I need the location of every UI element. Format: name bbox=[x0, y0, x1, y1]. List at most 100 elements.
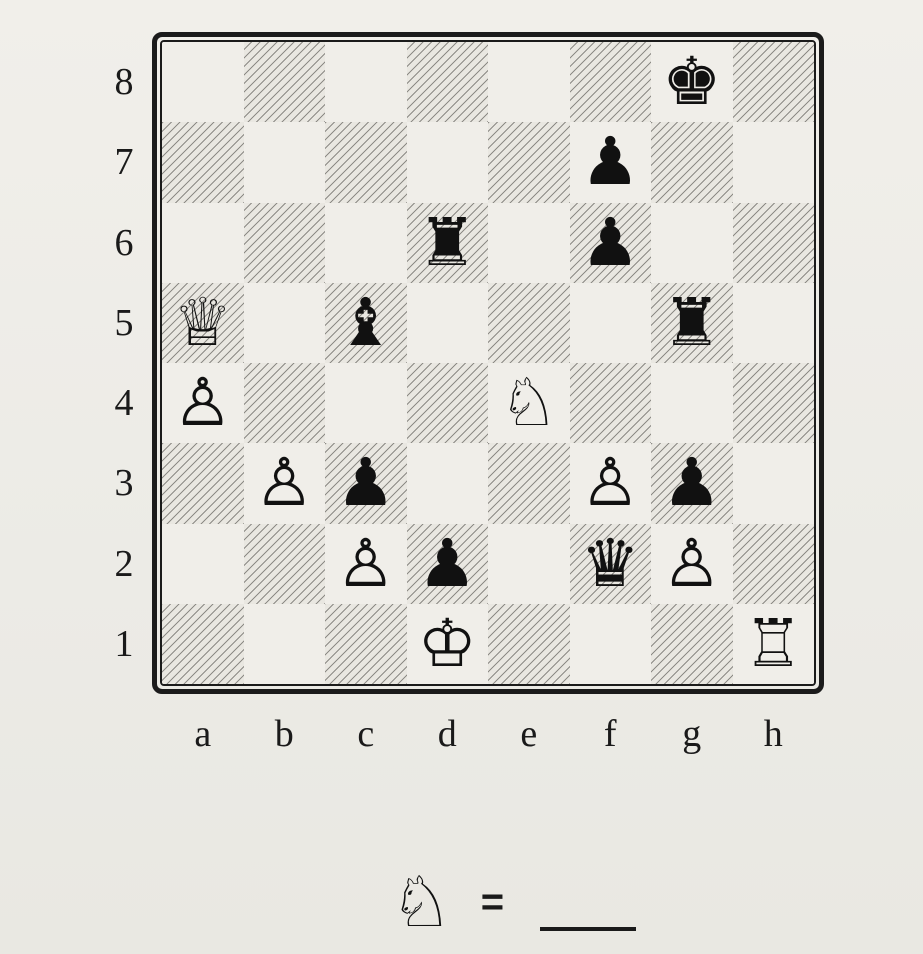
rank-label-1: 1 bbox=[104, 622, 144, 666]
white-king-icon[interactable]: ♔ bbox=[418, 611, 477, 677]
square-c7[interactable] bbox=[325, 122, 407, 202]
black-king-icon[interactable]: ♚ bbox=[662, 49, 721, 115]
black-rook-icon[interactable]: ♜ bbox=[662, 290, 721, 356]
square-h7[interactable] bbox=[733, 122, 815, 202]
square-g1[interactable] bbox=[651, 604, 733, 684]
rank-label-2: 2 bbox=[104, 542, 144, 586]
square-d2[interactable]: ♟ bbox=[407, 524, 489, 604]
file-label-c: c bbox=[346, 712, 386, 756]
answer-line: ♘ = bbox=[390, 862, 636, 942]
square-g6[interactable] bbox=[651, 203, 733, 283]
square-e2[interactable] bbox=[488, 524, 570, 604]
rank-label-7: 7 bbox=[104, 140, 144, 184]
file-label-g: g bbox=[672, 712, 712, 756]
square-b5[interactable] bbox=[244, 283, 326, 363]
square-f5[interactable] bbox=[570, 283, 652, 363]
square-a7[interactable] bbox=[162, 122, 244, 202]
square-e8[interactable] bbox=[488, 42, 570, 122]
square-a3[interactable] bbox=[162, 443, 244, 523]
black-pawn-icon[interactable]: ♟ bbox=[336, 450, 395, 516]
file-label-f: f bbox=[590, 712, 630, 756]
square-f8[interactable] bbox=[570, 42, 652, 122]
square-e6[interactable] bbox=[488, 203, 570, 283]
square-h3[interactable] bbox=[733, 443, 815, 523]
white-pawn-icon[interactable]: ♙ bbox=[581, 450, 640, 516]
square-a2[interactable] bbox=[162, 524, 244, 604]
square-f7[interactable]: ♟ bbox=[570, 122, 652, 202]
square-h5[interactable] bbox=[733, 283, 815, 363]
answer-blank[interactable] bbox=[540, 927, 636, 931]
square-b7[interactable] bbox=[244, 122, 326, 202]
square-a6[interactable] bbox=[162, 203, 244, 283]
square-g7[interactable] bbox=[651, 122, 733, 202]
square-d1[interactable]: ♔ bbox=[407, 604, 489, 684]
square-g5[interactable]: ♜ bbox=[651, 283, 733, 363]
white-pawn-icon[interactable]: ♙ bbox=[336, 531, 395, 597]
square-d7[interactable] bbox=[407, 122, 489, 202]
square-c5[interactable]: ♝ bbox=[325, 283, 407, 363]
black-pawn-icon[interactable]: ♟ bbox=[581, 210, 640, 276]
square-f1[interactable] bbox=[570, 604, 652, 684]
chess-board-frame: ♚ ♟ ♜ ♟ ♕ ♝ ♜ ♙ ♘ ♙ ♟ ♙ ♟ ♙ ♟ ♛ ♙ ♔ ♖ bbox=[152, 32, 824, 694]
square-h6[interactable] bbox=[733, 203, 815, 283]
equals-sign: = bbox=[481, 880, 504, 925]
square-e3[interactable] bbox=[488, 443, 570, 523]
file-label-e: e bbox=[509, 712, 549, 756]
file-label-d: d bbox=[427, 712, 467, 756]
knight-icon: ♘ bbox=[390, 867, 453, 937]
square-h2[interactable] bbox=[733, 524, 815, 604]
rank-label-8: 8 bbox=[104, 60, 144, 104]
square-d3[interactable] bbox=[407, 443, 489, 523]
square-a4[interactable]: ♙ bbox=[162, 363, 244, 443]
white-knight-icon[interactable]: ♘ bbox=[499, 370, 558, 436]
square-a5[interactable]: ♕ bbox=[162, 283, 244, 363]
square-h8[interactable] bbox=[733, 42, 815, 122]
file-label-b: b bbox=[264, 712, 304, 756]
black-pawn-icon[interactable]: ♟ bbox=[662, 450, 721, 516]
square-g3[interactable]: ♟ bbox=[651, 443, 733, 523]
square-c2[interactable]: ♙ bbox=[325, 524, 407, 604]
square-c8[interactable] bbox=[325, 42, 407, 122]
square-a1[interactable] bbox=[162, 604, 244, 684]
square-d4[interactable] bbox=[407, 363, 489, 443]
square-e4[interactable]: ♘ bbox=[488, 363, 570, 443]
square-f4[interactable] bbox=[570, 363, 652, 443]
square-c4[interactable] bbox=[325, 363, 407, 443]
black-bishop-icon[interactable]: ♝ bbox=[336, 290, 395, 356]
square-h4[interactable] bbox=[733, 363, 815, 443]
square-d6[interactable]: ♜ bbox=[407, 203, 489, 283]
black-rook-icon[interactable]: ♜ bbox=[418, 210, 477, 276]
square-a8[interactable] bbox=[162, 42, 244, 122]
square-b6[interactable] bbox=[244, 203, 326, 283]
black-pawn-icon[interactable]: ♟ bbox=[418, 531, 477, 597]
black-queen-icon[interactable]: ♛ bbox=[581, 531, 640, 597]
white-pawn-icon[interactable]: ♙ bbox=[255, 450, 314, 516]
square-g2[interactable]: ♙ bbox=[651, 524, 733, 604]
square-b3[interactable]: ♙ bbox=[244, 443, 326, 523]
white-pawn-icon[interactable]: ♙ bbox=[173, 370, 232, 436]
square-b2[interactable] bbox=[244, 524, 326, 604]
black-pawn-icon[interactable]: ♟ bbox=[581, 129, 640, 195]
square-c3[interactable]: ♟ bbox=[325, 443, 407, 523]
square-h1[interactable]: ♖ bbox=[733, 604, 815, 684]
square-f2[interactable]: ♛ bbox=[570, 524, 652, 604]
chess-board: ♚ ♟ ♜ ♟ ♕ ♝ ♜ ♙ ♘ ♙ ♟ ♙ ♟ ♙ ♟ ♛ ♙ ♔ ♖ bbox=[160, 40, 816, 686]
square-b4[interactable] bbox=[244, 363, 326, 443]
square-g4[interactable] bbox=[651, 363, 733, 443]
square-d8[interactable] bbox=[407, 42, 489, 122]
square-b8[interactable] bbox=[244, 42, 326, 122]
square-f3[interactable]: ♙ bbox=[570, 443, 652, 523]
white-pawn-icon[interactable]: ♙ bbox=[662, 531, 721, 597]
square-e5[interactable] bbox=[488, 283, 570, 363]
square-c1[interactable] bbox=[325, 604, 407, 684]
square-b1[interactable] bbox=[244, 604, 326, 684]
file-label-h: h bbox=[753, 712, 793, 756]
square-f6[interactable]: ♟ bbox=[570, 203, 652, 283]
square-e7[interactable] bbox=[488, 122, 570, 202]
square-g8[interactable]: ♚ bbox=[651, 42, 733, 122]
square-d5[interactable] bbox=[407, 283, 489, 363]
square-c6[interactable] bbox=[325, 203, 407, 283]
square-e1[interactable] bbox=[488, 604, 570, 684]
white-rook-icon[interactable]: ♖ bbox=[744, 611, 803, 677]
white-queen-icon[interactable]: ♕ bbox=[173, 290, 232, 356]
